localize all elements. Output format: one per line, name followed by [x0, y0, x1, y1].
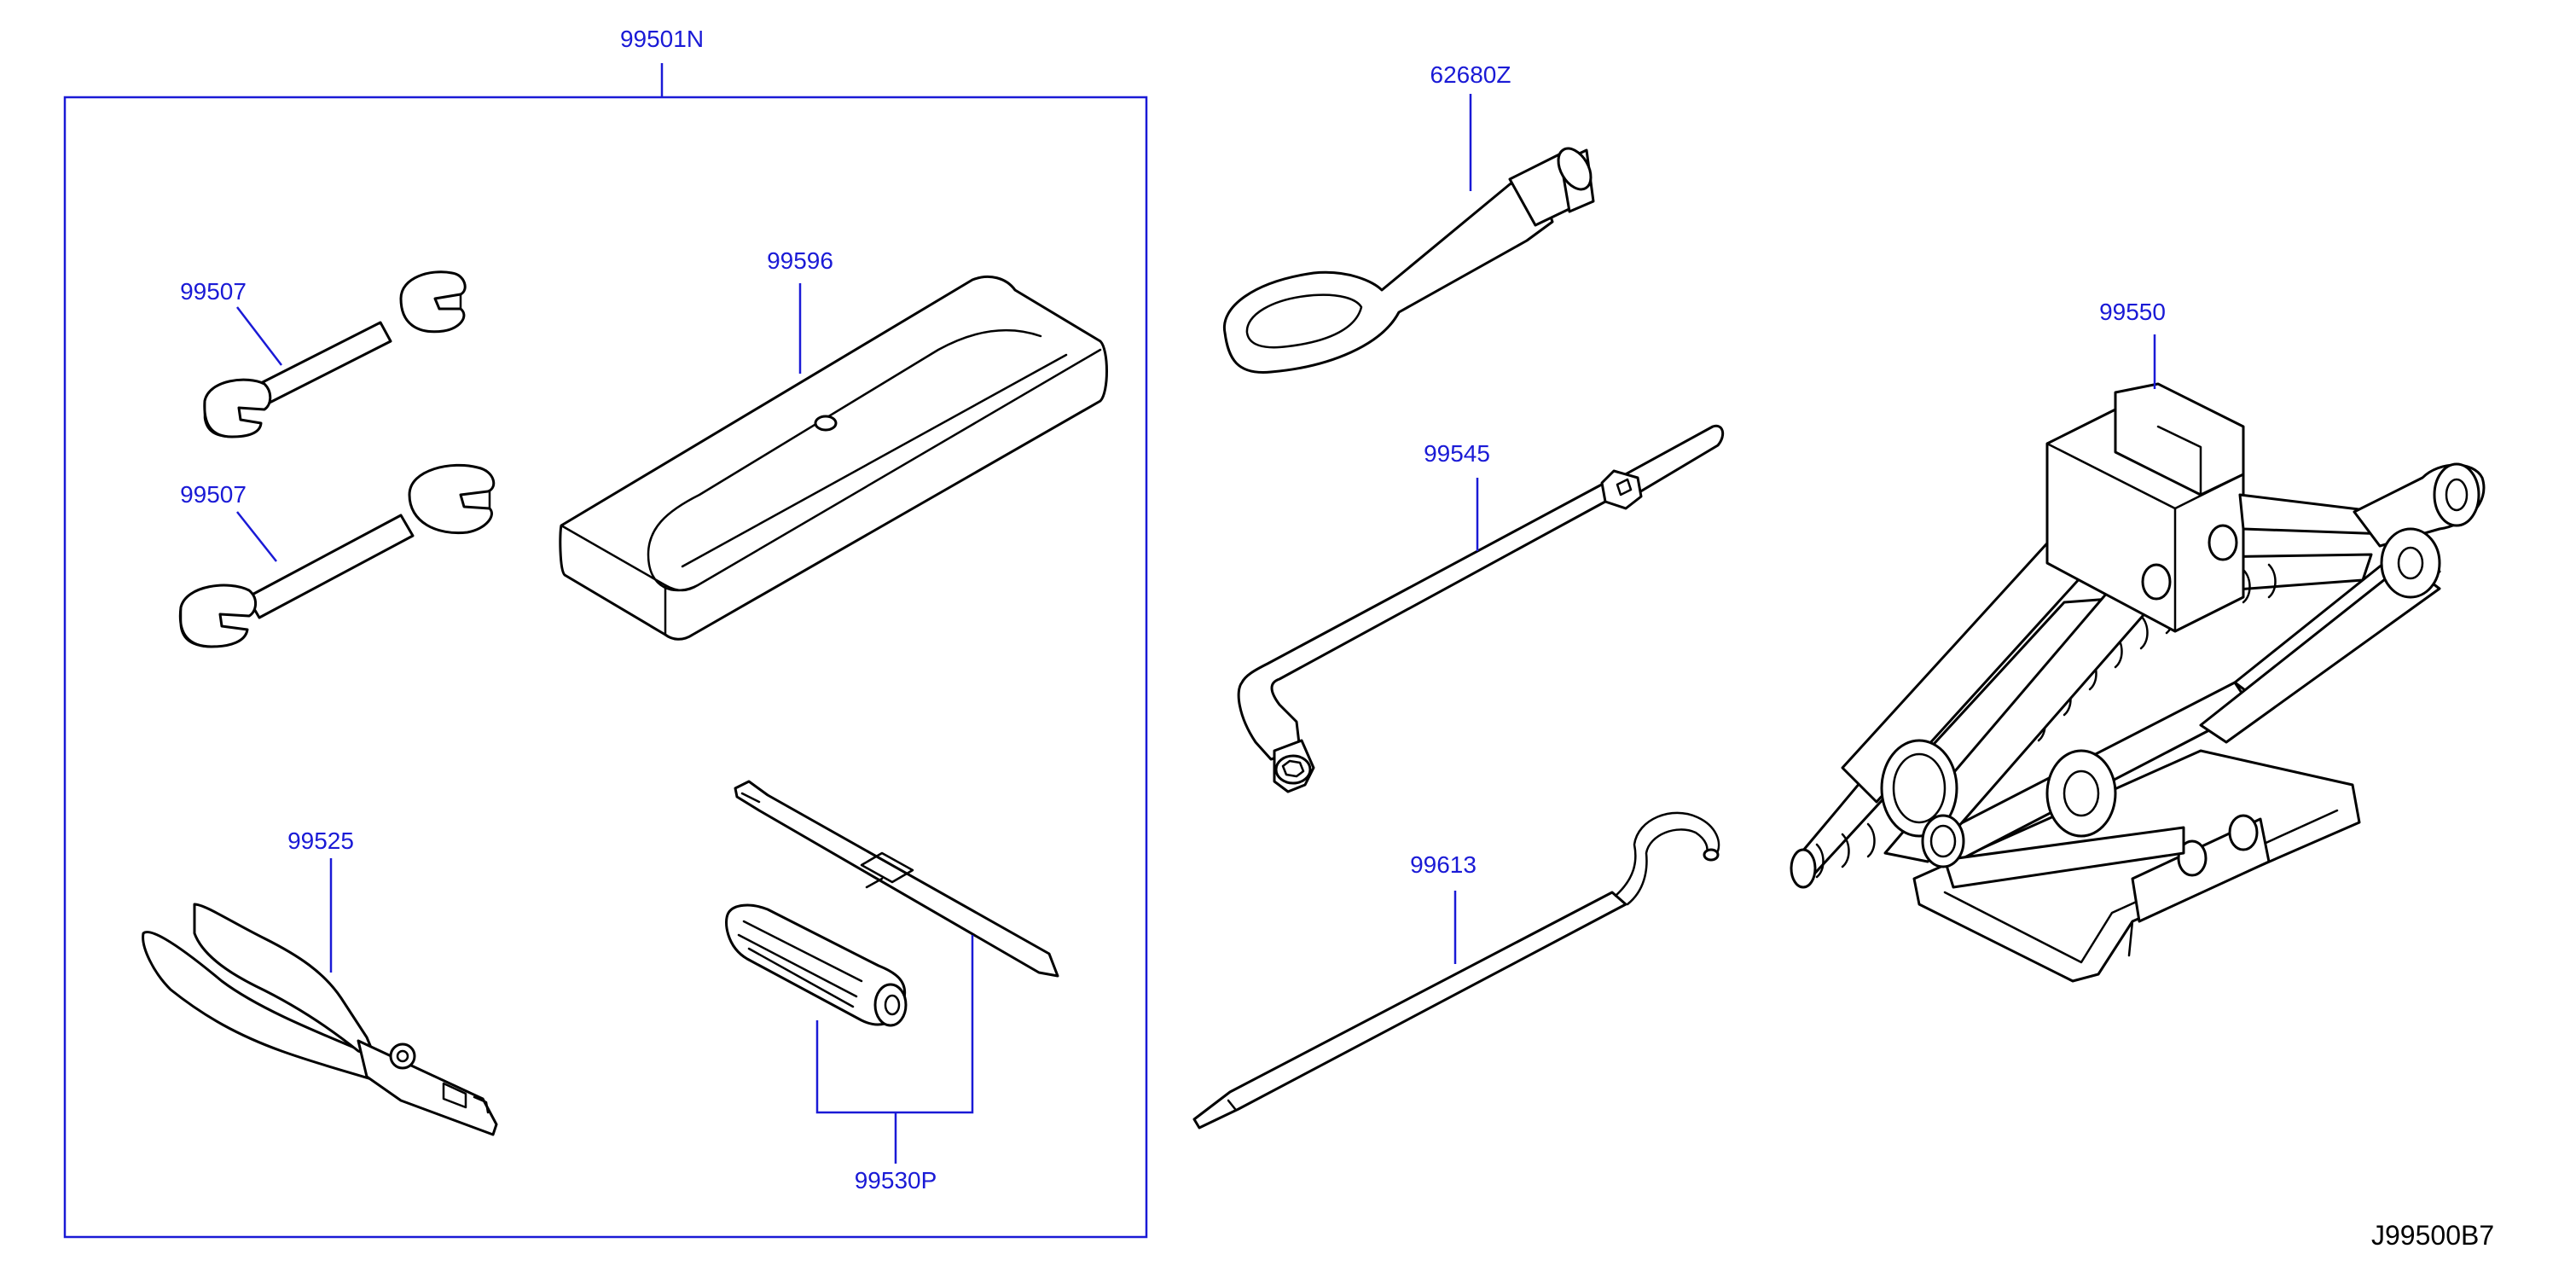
label-wrench-upper: 99507: [180, 278, 247, 305]
diagram-code: J99500B7: [2371, 1220, 2495, 1251]
label-kit: 99501N: [619, 26, 705, 52]
screwdriver-blade-drawing: [734, 780, 1059, 978]
label-wrench-lower: 99507: [180, 481, 247, 508]
label-jack: 99550: [2099, 299, 2166, 325]
pliers-drawing: [142, 903, 498, 1136]
jack-rod-drawing: [1192, 811, 1720, 1130]
jack-screw-coils: [1815, 563, 2277, 879]
screwdriver-handle-drawing: [725, 903, 908, 1027]
label-screwdriver-set: 99530P: [854, 1167, 937, 1193]
wrench-upper-leader: [236, 306, 282, 366]
tool-bag-drawing: [559, 276, 1108, 641]
wrench-lower-leader: [236, 511, 277, 562]
wrench-upper-drawing: [203, 270, 467, 438]
tow-hook-drawing: [1222, 147, 1595, 374]
label-pliers: 99525: [287, 828, 354, 854]
label-tow-hook: 62680Z: [1430, 61, 1511, 88]
kit-frame: [63, 96, 1148, 1239]
label-bag: 99596: [767, 247, 833, 274]
wrench-lower-drawing: [178, 463, 496, 648]
scissor-jack-drawing: [1790, 382, 2486, 983]
wheel-wrench-drawing: [1237, 424, 1725, 793]
label-jack-rod: 99613: [1410, 851, 1477, 878]
label-wheel-wrench: 99545: [1424, 440, 1490, 467]
